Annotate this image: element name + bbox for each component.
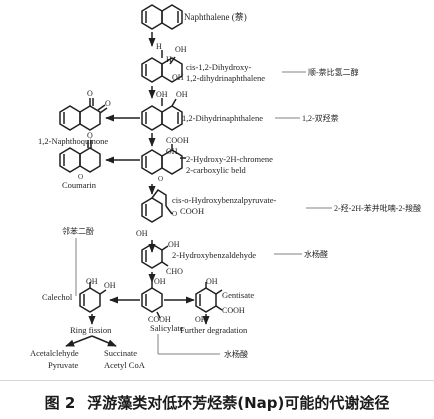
- hydroxybenzalpyruvate-structure: [141, 188, 173, 223]
- salicylaldehyde-chinese-label: 水杨醛: [304, 249, 328, 259]
- pyruvate-label-line1: cis-o-Hydroxybenzalpyruvate-: [172, 195, 276, 205]
- hydroxybenzaldehyde-label: 2-Hydroxybenzaldehyde: [172, 250, 256, 260]
- salicylate-label: Salicylate: [150, 323, 184, 333]
- dihydroxy-naph-chinese-label: 1,2-双羟萘: [302, 113, 339, 123]
- caption-text: 浮游藻类对低环芳烃萘(Nap)可能的代谢途径: [87, 394, 390, 412]
- dihydroxy-oh-1: OH: [156, 90, 168, 99]
- dihydrodiol-h-mid: H: [166, 55, 172, 64]
- dihydrodiol-oh-top: OH: [175, 45, 187, 54]
- dihydrodiol-label-line2: 1,2-dihydrinaphthalene: [186, 73, 265, 83]
- salicylic-acid-chinese-label: 水杨酸: [224, 349, 248, 359]
- catechol-oh-1: OH: [86, 277, 98, 286]
- dihydroxynaphthalene-label: 1,2-Dihydrinaphthalene: [182, 113, 263, 123]
- pyruvate-o: O: [172, 210, 177, 218]
- salicylate-oh: OH: [154, 277, 166, 286]
- ring-fission-label: Ring fission: [70, 325, 112, 335]
- salicylate-cooh: COOH: [148, 315, 171, 324]
- chromene-label-line1: 2-Hydroxy-2H-chromene: [186, 154, 273, 164]
- pyruvate-label-line2: COOH: [180, 206, 204, 216]
- aldehyde-cho: CHO: [166, 267, 183, 276]
- catechol-chinese-label: 邻苯二酚: [62, 226, 94, 236]
- coumarin-o-ring: O: [78, 173, 83, 181]
- chromene-oh: OH: [166, 147, 178, 156]
- dihydrodiol-structure: [142, 50, 182, 82]
- caption-divider: [0, 380, 434, 381]
- gentisate-structure: [195, 282, 223, 313]
- chromene-acid-structure: [142, 144, 186, 174]
- chromene-acid-chinese-label: 2-羟-2H-苯并吡喃-2-羧酸: [334, 203, 421, 213]
- dihydrodiol-h-top: H: [156, 42, 162, 51]
- naphthalene-structure: [142, 5, 182, 29]
- gentisate-oh-bottom: OH: [195, 315, 207, 324]
- succinate-label: Succinate: [104, 348, 137, 358]
- naphthoquinone-o-2: O: [105, 99, 111, 108]
- pyruvate-oh: OH: [136, 229, 148, 238]
- dihydrodiol-oh-mid: OH: [172, 73, 184, 82]
- gentisate-label: Gentisate: [222, 290, 254, 300]
- chromene-cooh-top: COOH: [166, 136, 189, 145]
- catechol-label: Calechol: [42, 292, 73, 302]
- coumarin-label: Coumarin: [62, 180, 97, 190]
- coumarin-o-carbonyl: O: [87, 131, 93, 140]
- salicylate-structure: [141, 282, 163, 319]
- arrow-to-succinate: [91, 335, 117, 347]
- aldehyde-oh: OH: [168, 240, 180, 249]
- cis-dihydrodiol-chinese-label: 顺-萘比氢二醇: [308, 67, 359, 77]
- further-degradation-label: Further degradation: [180, 325, 248, 335]
- caption-number: 图 2: [44, 394, 76, 412]
- naphthoquinone-label: 1,2-Naphthoquinone: [38, 136, 108, 146]
- arrow-to-acetaldehyde: [65, 335, 93, 347]
- figure-caption: 图 2 浮游藻类对低环芳烃萘(Nap)可能的代谢途径: [0, 386, 434, 419]
- naphthoquinone-structure: [60, 98, 108, 130]
- dihydrodiol-label-line1: cis-1,2-Dihydroxy-: [186, 62, 252, 72]
- chromene-label-line2: 2-carboxylic beld: [186, 165, 246, 175]
- dihydroxynaphthalene-structure: [142, 98, 182, 130]
- naphthoquinone-o-1: O: [87, 89, 93, 98]
- catechol-oh-2: OH: [104, 281, 116, 290]
- coumarin-structure: [60, 140, 100, 172]
- dihydroxy-oh-2: OH: [176, 90, 188, 99]
- gentisate-oh-top: OH: [206, 277, 218, 286]
- naphthalene-label: Naphthalene (萘): [184, 12, 247, 22]
- acetyl-coa-label: Acetyl CoA: [104, 360, 146, 370]
- chromene-o-ring: O: [158, 175, 163, 183]
- acetaldehyde-label: Acetalclehyde: [30, 348, 79, 358]
- metabolic-pathway-diagram: Naphthalene (萘) H OH H OH cis-1,2-Dihydr…: [30, 0, 421, 370]
- catechol-structure: [79, 282, 107, 313]
- gentisate-cooh: COOH: [222, 306, 245, 315]
- hydroxybenzaldehyde-structure: [141, 243, 169, 269]
- pyruvate-product-label: Pyruvate: [48, 360, 78, 370]
